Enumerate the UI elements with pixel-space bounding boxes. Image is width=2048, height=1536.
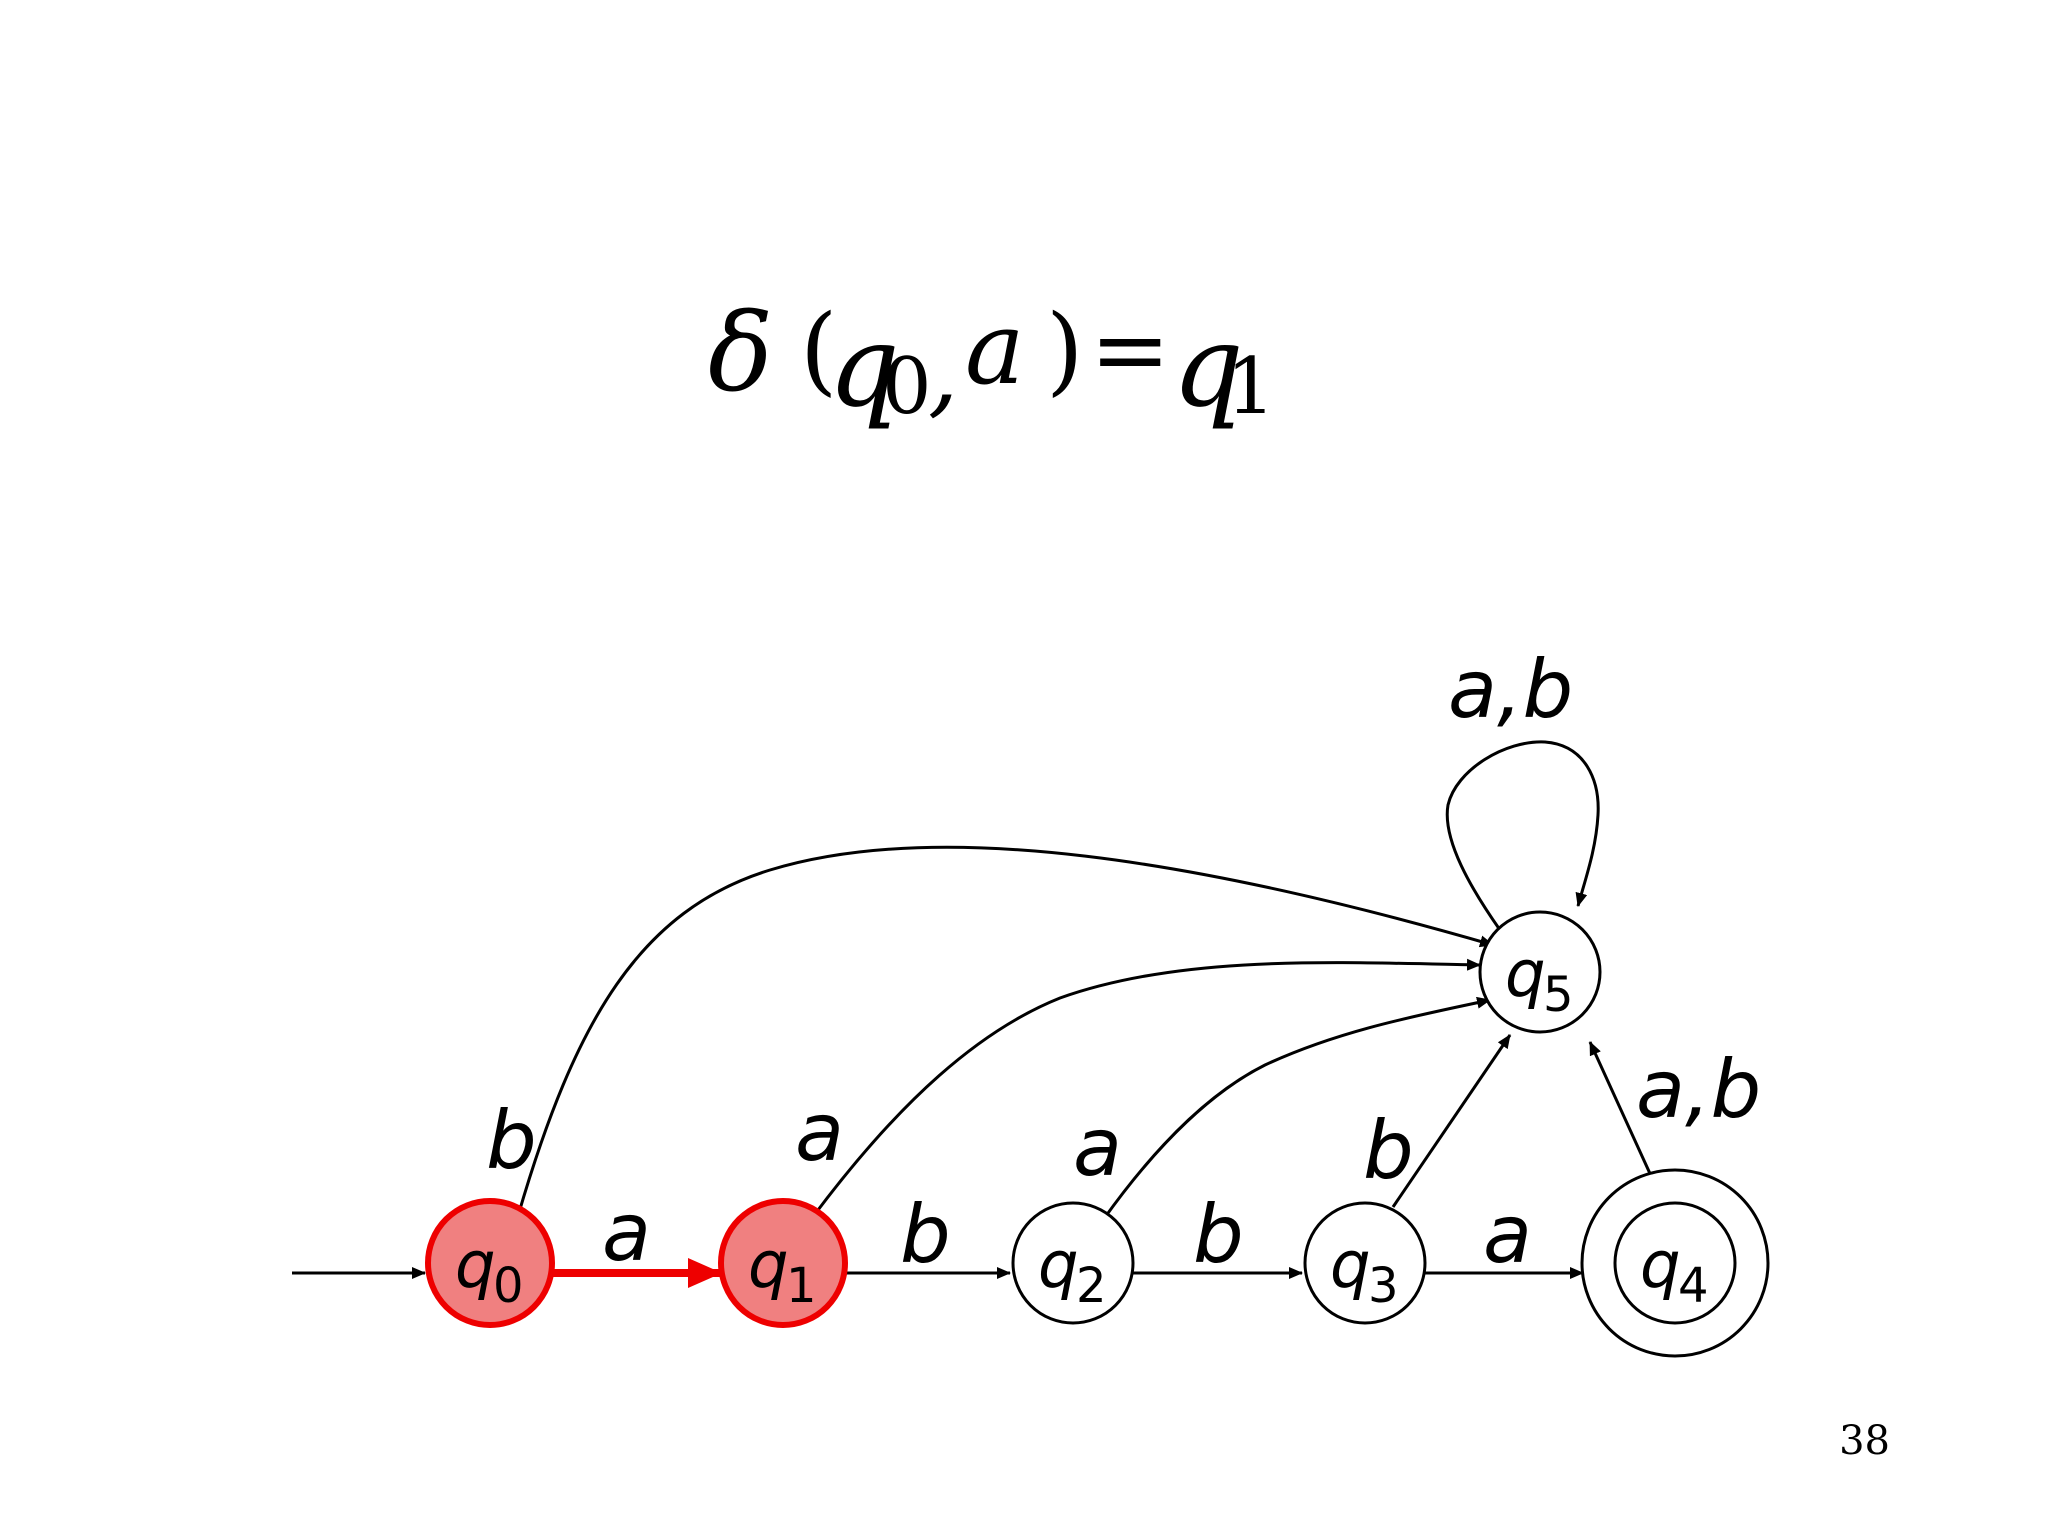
state-q2-sub: 2 bbox=[1076, 1258, 1107, 1314]
state-q4[interactable]: q 4 bbox=[1580, 1168, 1770, 1358]
edge-q5-q5 bbox=[1445, 740, 1600, 931]
state-q5-circle bbox=[1478, 910, 1602, 1034]
formula-result-sub: 1 bbox=[1226, 342, 1276, 432]
page-number: 38 bbox=[1839, 1418, 1890, 1464]
formula-bracket-close: ) bbox=[1046, 294, 1083, 406]
state-q2-circle bbox=[1011, 1201, 1135, 1325]
label-q3-q5: b bbox=[1363, 1104, 1414, 1197]
state-q3-circle bbox=[1303, 1201, 1427, 1325]
label-q2-q5: a bbox=[1073, 1101, 1122, 1194]
formula-comma: , bbox=[928, 316, 959, 428]
label-q2-q3: b bbox=[1193, 1188, 1244, 1281]
formula-bracket-open: ( bbox=[800, 294, 837, 406]
edge-labels: a b b a b a a b a,b a,b bbox=[486, 643, 1761, 1281]
formula-delta: δ bbox=[708, 291, 773, 416]
state-q0-var: q bbox=[455, 1229, 496, 1303]
state-q1[interactable]: q 1 bbox=[718, 1198, 848, 1328]
edge-q2-q5 bbox=[1101, 996, 1491, 1221]
state-q3-var: q bbox=[1330, 1229, 1371, 1303]
state-q0[interactable]: q 0 bbox=[425, 1198, 555, 1328]
state-q1-sub: 1 bbox=[786, 1258, 817, 1314]
state-q4-inner-circle bbox=[1613, 1201, 1737, 1325]
edge-q3-q5 bbox=[1391, 1034, 1512, 1208]
state-q4-var: q bbox=[1640, 1229, 1681, 1303]
state-q1-var: q bbox=[748, 1229, 789, 1303]
state-q4-sub: 4 bbox=[1678, 1258, 1709, 1314]
states: q 0 q 1 q 2 q 3 q 4 q 5 bbox=[425, 910, 1770, 1358]
transition-formula: δ ( q 0 , a ) = q 1 bbox=[708, 290, 1276, 432]
state-q3[interactable]: q 3 bbox=[1303, 1201, 1427, 1325]
edge-q0-q5 bbox=[516, 845, 1494, 1217]
state-q2[interactable]: q 2 bbox=[1011, 1201, 1135, 1325]
label-q0-q1: a bbox=[602, 1186, 651, 1279]
label-q5-q5: a,b bbox=[1448, 643, 1573, 736]
edge-q1-q5 bbox=[810, 958, 1481, 1219]
state-q5[interactable]: q 5 bbox=[1478, 910, 1602, 1034]
state-q1-circle bbox=[718, 1198, 848, 1328]
state-q5-sub: 5 bbox=[1543, 967, 1574, 1023]
edges bbox=[516, 740, 1654, 1288]
state-q2-var: q bbox=[1038, 1229, 1079, 1303]
label-q1-q5: a bbox=[795, 1086, 844, 1179]
label-q3-q4: a bbox=[1483, 1188, 1532, 1281]
formula-state-sub: 0 bbox=[882, 342, 932, 432]
formula-symbol: a bbox=[965, 290, 1025, 407]
state-q3-sub: 3 bbox=[1368, 1258, 1399, 1314]
state-q0-circle bbox=[425, 1198, 555, 1328]
state-q0-sub: 0 bbox=[493, 1258, 524, 1314]
formula-result-var: q bbox=[1172, 302, 1244, 432]
formula-equals: = bbox=[1090, 294, 1170, 406]
label-q1-q2: b bbox=[900, 1188, 951, 1281]
label-q4-q5: a,b bbox=[1636, 1043, 1761, 1136]
label-q0-q5: b bbox=[486, 1094, 537, 1187]
formula-state-var: q bbox=[828, 302, 900, 432]
state-q5-var: q bbox=[1505, 938, 1546, 1012]
edge-q4-q5 bbox=[1588, 1041, 1654, 1179]
